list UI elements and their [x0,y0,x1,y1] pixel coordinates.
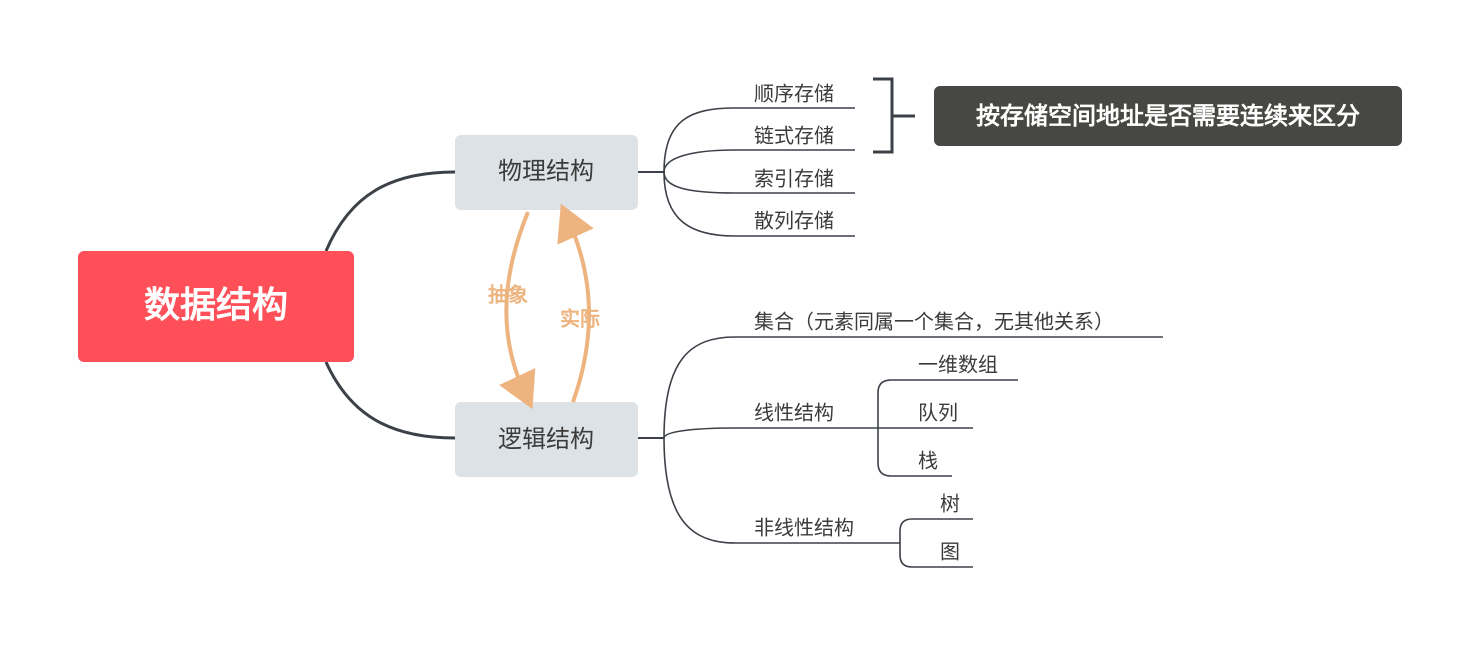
connector-root-logical [324,361,456,440]
concrete-arrow [557,203,594,403]
physical-item-linked: 链式存储 [754,124,834,148]
linear-item-array: 一维数组 [918,353,998,377]
nonlinear-item-graph: 图 [940,540,960,564]
branch-logical-node[interactable] [455,402,638,477]
note-label: 按存储空间地址是否需要连续来区分 [976,102,1360,130]
connector-logical-linear [663,427,878,439]
note-box[interactable] [934,86,1402,146]
connector-linear-stack [877,428,952,477]
connector-physical-sequential [663,107,855,173]
connector-physical-indexed [663,171,855,194]
connector-logical-set [663,336,1163,439]
root-label: 数据结构 [144,285,288,326]
linear-item-stack: 栈 [918,449,938,473]
branch-physical-node[interactable] [455,135,638,210]
logical-linear-label: 线性结构 [754,401,834,425]
abstract-label: 抽象 [488,283,528,307]
physical-item-sequential: 顺序存储 [754,82,834,106]
logical-nonlinear-label: 非线性结构 [754,516,854,540]
root-node[interactable] [78,251,354,362]
physical-item-hashed: 散列存储 [754,209,834,233]
connector-logical-nonlinear [663,437,900,544]
abstract-arrow [499,211,536,410]
connector-nonlinear-tree [899,518,973,543]
nonlinear-item-tree: 树 [940,492,960,516]
logical-set-label: 集合（元素同属一个集合，无其他关系） [754,310,1114,334]
concrete-label: 实际 [560,307,600,331]
branch-logical-label: 逻辑结构 [498,425,594,453]
connector-physical-linked [663,149,855,173]
connector-root-physical [324,170,456,252]
linear-item-queue: 队列 [918,401,958,425]
connector-linear-array [877,379,1018,428]
branch-physical-label: 物理结构 [498,157,594,185]
connector-nonlinear-graph [899,543,973,568]
physical-item-indexed: 索引存储 [754,167,834,191]
note-bracket [873,77,915,154]
connector-physical-hashed [663,171,855,237]
